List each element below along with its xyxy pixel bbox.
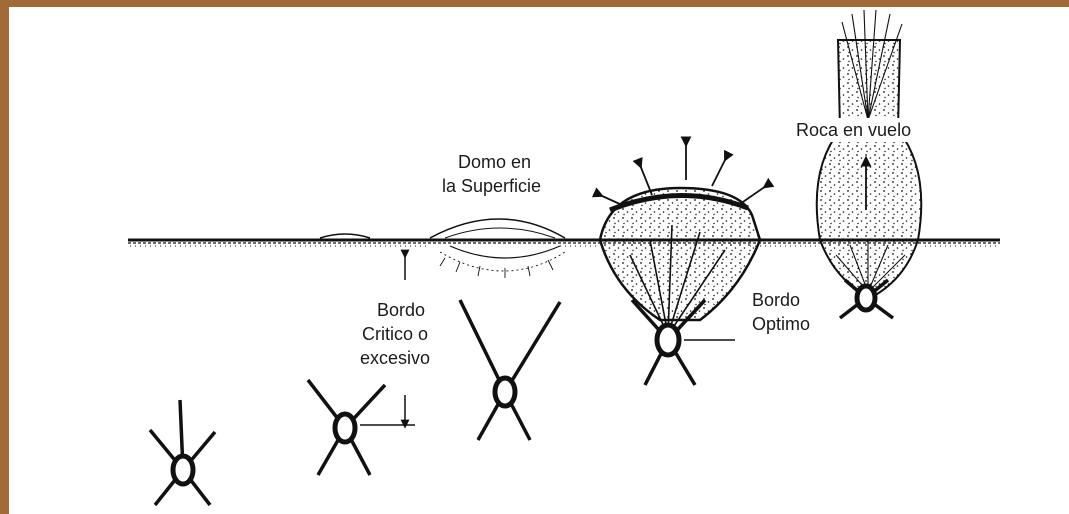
label-dome: Domo en (458, 150, 531, 174)
label-dome-line1: Domo en (458, 150, 531, 174)
label-critical-burden: Bordo Critico o excesivo (360, 298, 430, 370)
label-optimal-line1: Bordo (752, 288, 810, 312)
optimal-mound (600, 143, 766, 335)
label-flying-rock: Roca en vuelo (796, 118, 911, 142)
label-critical-line1: Bordo (360, 298, 430, 322)
label-dome-line2: la Superficie (442, 174, 541, 198)
label-optimal-line2: Optimo (752, 312, 810, 336)
label-optimal-burden: Bordo Optimo (752, 288, 810, 336)
label-critical-line2: Critico o (360, 322, 430, 346)
charge-3 (460, 300, 560, 440)
flying-rock (817, 10, 922, 298)
label-flying-line1: Roca en vuelo (796, 118, 911, 142)
charge-1 (150, 400, 215, 505)
label-critical-line3: excesivo (360, 346, 430, 370)
label-dome-2: la Superficie (442, 174, 541, 198)
surface-dome (430, 219, 565, 278)
